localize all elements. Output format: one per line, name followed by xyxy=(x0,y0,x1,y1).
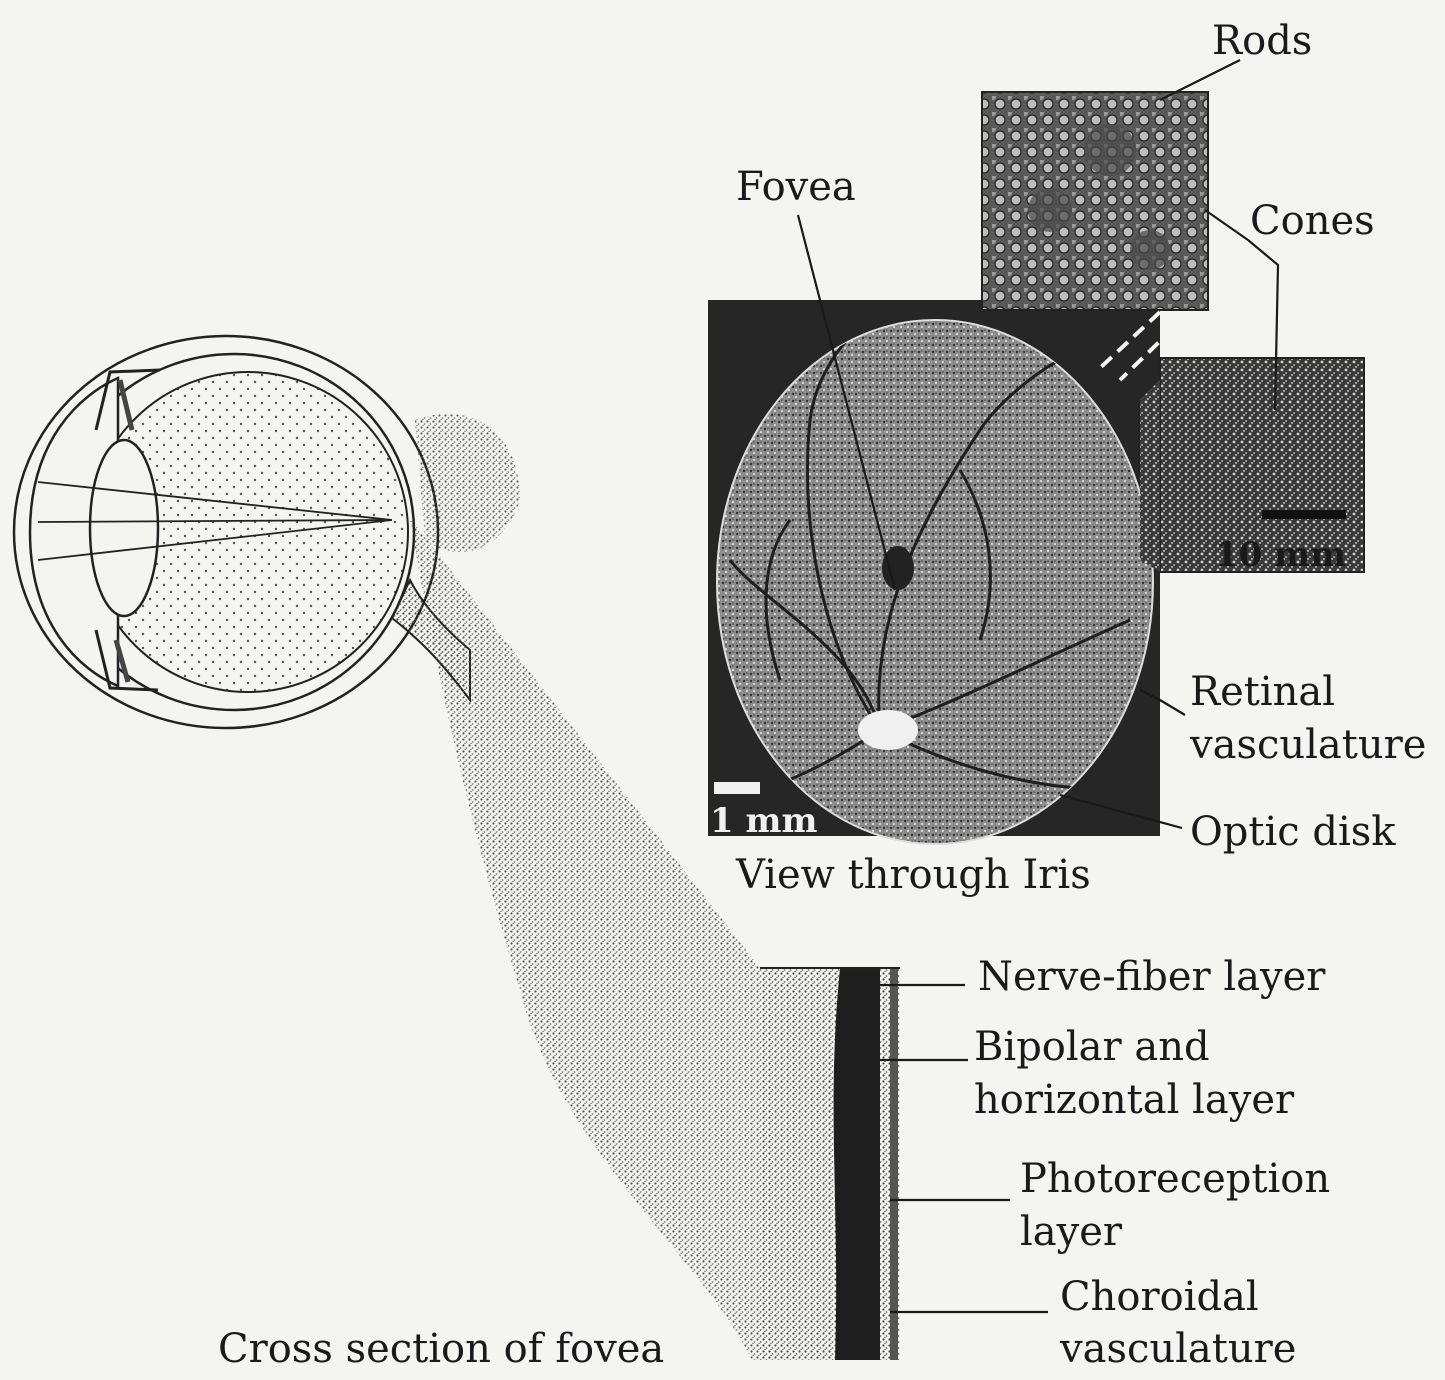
label-optic-disk: Optic disk xyxy=(1190,809,1396,855)
label-bipolar: Bipolar and xyxy=(974,1024,1210,1070)
fundus-scale-bar xyxy=(714,782,760,794)
cones-leader-upper xyxy=(1205,210,1248,240)
label-view-through-iris: View through Iris xyxy=(735,852,1091,898)
label-photoreception-layer: layer xyxy=(1020,1209,1123,1255)
label-retinal: Retinal xyxy=(1190,669,1335,715)
cones-inset: 10 mm xyxy=(1140,358,1364,575)
rods-inset xyxy=(982,92,1208,310)
cones-scale-bar xyxy=(1262,510,1346,519)
label-cones: Cones xyxy=(1250,198,1375,244)
fundus-scale-label: 1 mm xyxy=(710,801,817,841)
label-fovea: Fovea xyxy=(736,164,856,210)
label-vasculature: vasculature xyxy=(1189,722,1426,768)
label-nerve-fiber-layer: Nerve-fiber layer xyxy=(978,954,1326,1000)
label-horizontal-layer: horizontal layer xyxy=(974,1077,1295,1123)
cones-scale-label: 10 mm xyxy=(1215,535,1346,575)
label-rods: Rods xyxy=(1212,18,1312,64)
label-choroidal-vasculature: vasculature xyxy=(1059,1326,1296,1372)
label-photoreception: Photoreception xyxy=(1020,1156,1330,1202)
fovea-spot xyxy=(882,546,914,590)
fundus-view: 1 mm xyxy=(708,300,1160,844)
optic-disk-spot xyxy=(858,710,918,750)
fovea-cross-section xyxy=(760,968,900,1360)
label-cross-section: Cross section of fovea xyxy=(218,1326,664,1372)
label-choroidal: Choroidal xyxy=(1060,1274,1259,1320)
